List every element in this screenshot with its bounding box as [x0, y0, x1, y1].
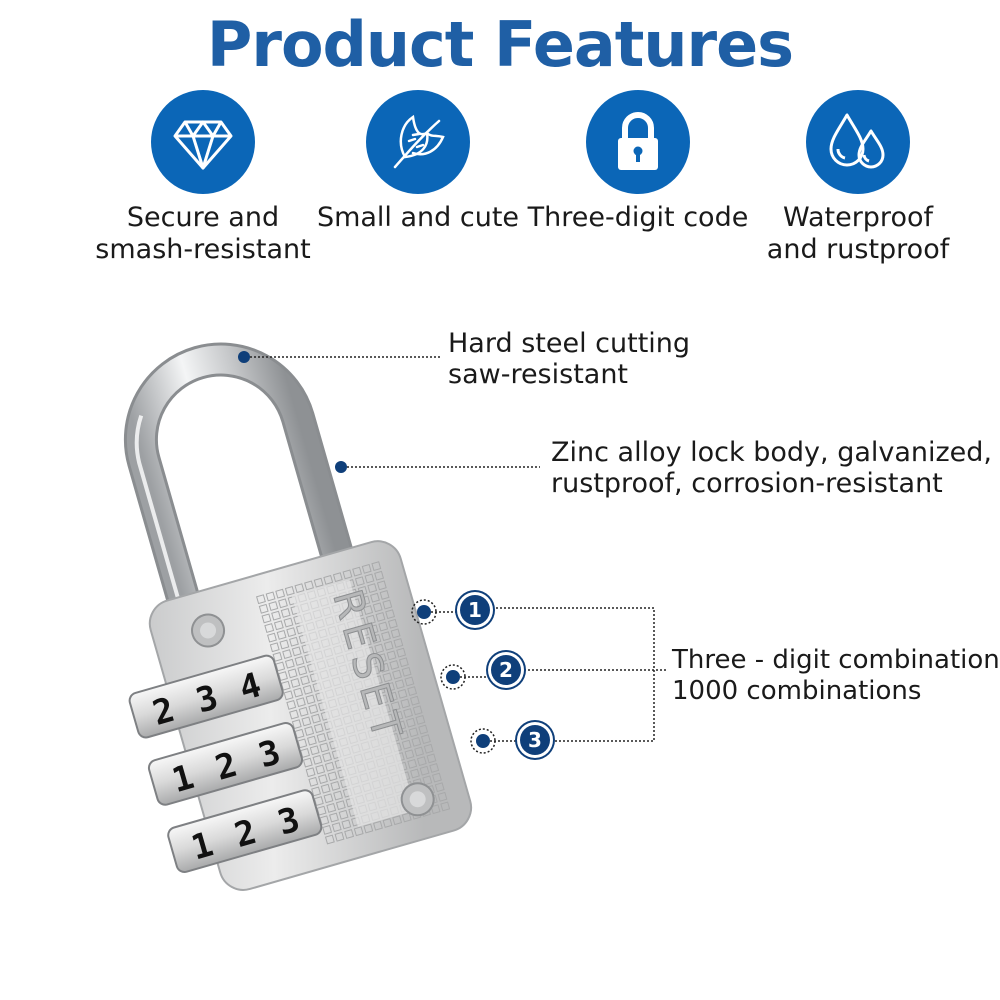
- water-drops-icon: [829, 113, 885, 169]
- feature-label: Secure and: [126, 202, 280, 233]
- page-title: Product Features: [206, 8, 794, 81]
- feature-label: and rustproof: [766, 234, 950, 265]
- feature-icon-circle: [366, 90, 470, 194]
- combination-dials[interactable]: 2 3 4 1 2 3 1 2 3: [128, 654, 323, 874]
- callout-shackle: Hard steel cutting saw-resistant: [448, 328, 690, 390]
- callout-text: Hard steel cutting: [448, 328, 691, 359]
- feature-waterproof: Waterproof and rustproof: [738, 90, 978, 266]
- callout-dot: [446, 670, 460, 684]
- callout-dot: [238, 351, 250, 363]
- feather-icon: [393, 114, 445, 169]
- feature-small: Small and cute: [298, 90, 538, 234]
- callout-text: rustproof, corrosion-resistant: [551, 468, 943, 499]
- callout-text: saw-resistant: [448, 359, 629, 390]
- lock-icon: [618, 112, 658, 170]
- callout-body: Zinc alloy lock body, galvanized, rustpr…: [551, 437, 992, 499]
- callout-dot: [417, 605, 431, 619]
- callout-text: Zinc alloy lock body, galvanized,: [551, 437, 993, 468]
- feature-label: smash-resistant: [95, 234, 311, 265]
- feature-code: Three-digit code: [518, 90, 758, 234]
- callout-dot: [335, 461, 347, 473]
- feature-label: Waterproof: [782, 202, 933, 233]
- feature-label: Three-digit code: [527, 202, 749, 233]
- callout-text: 1000 combinations: [672, 676, 922, 706]
- callout-dot: [476, 734, 490, 748]
- dial-number-badge-1: 1: [460, 595, 490, 625]
- feature-icon-circle: [151, 90, 255, 194]
- callout-combination: Three - digit combination 1000 combinati…: [672, 645, 1000, 707]
- dial-number-badge-3: 3: [520, 725, 550, 755]
- feature-secure: Secure and smash-resistant: [83, 90, 323, 266]
- dial-number-badge-2: 2: [491, 655, 521, 685]
- callout-text: Three - digit combination: [672, 645, 1000, 675]
- feature-icon-circle: [586, 90, 690, 194]
- diamond-icon: [173, 120, 233, 170]
- feature-label: Small and cute: [316, 202, 520, 233]
- feature-icon-circle: [806, 90, 910, 194]
